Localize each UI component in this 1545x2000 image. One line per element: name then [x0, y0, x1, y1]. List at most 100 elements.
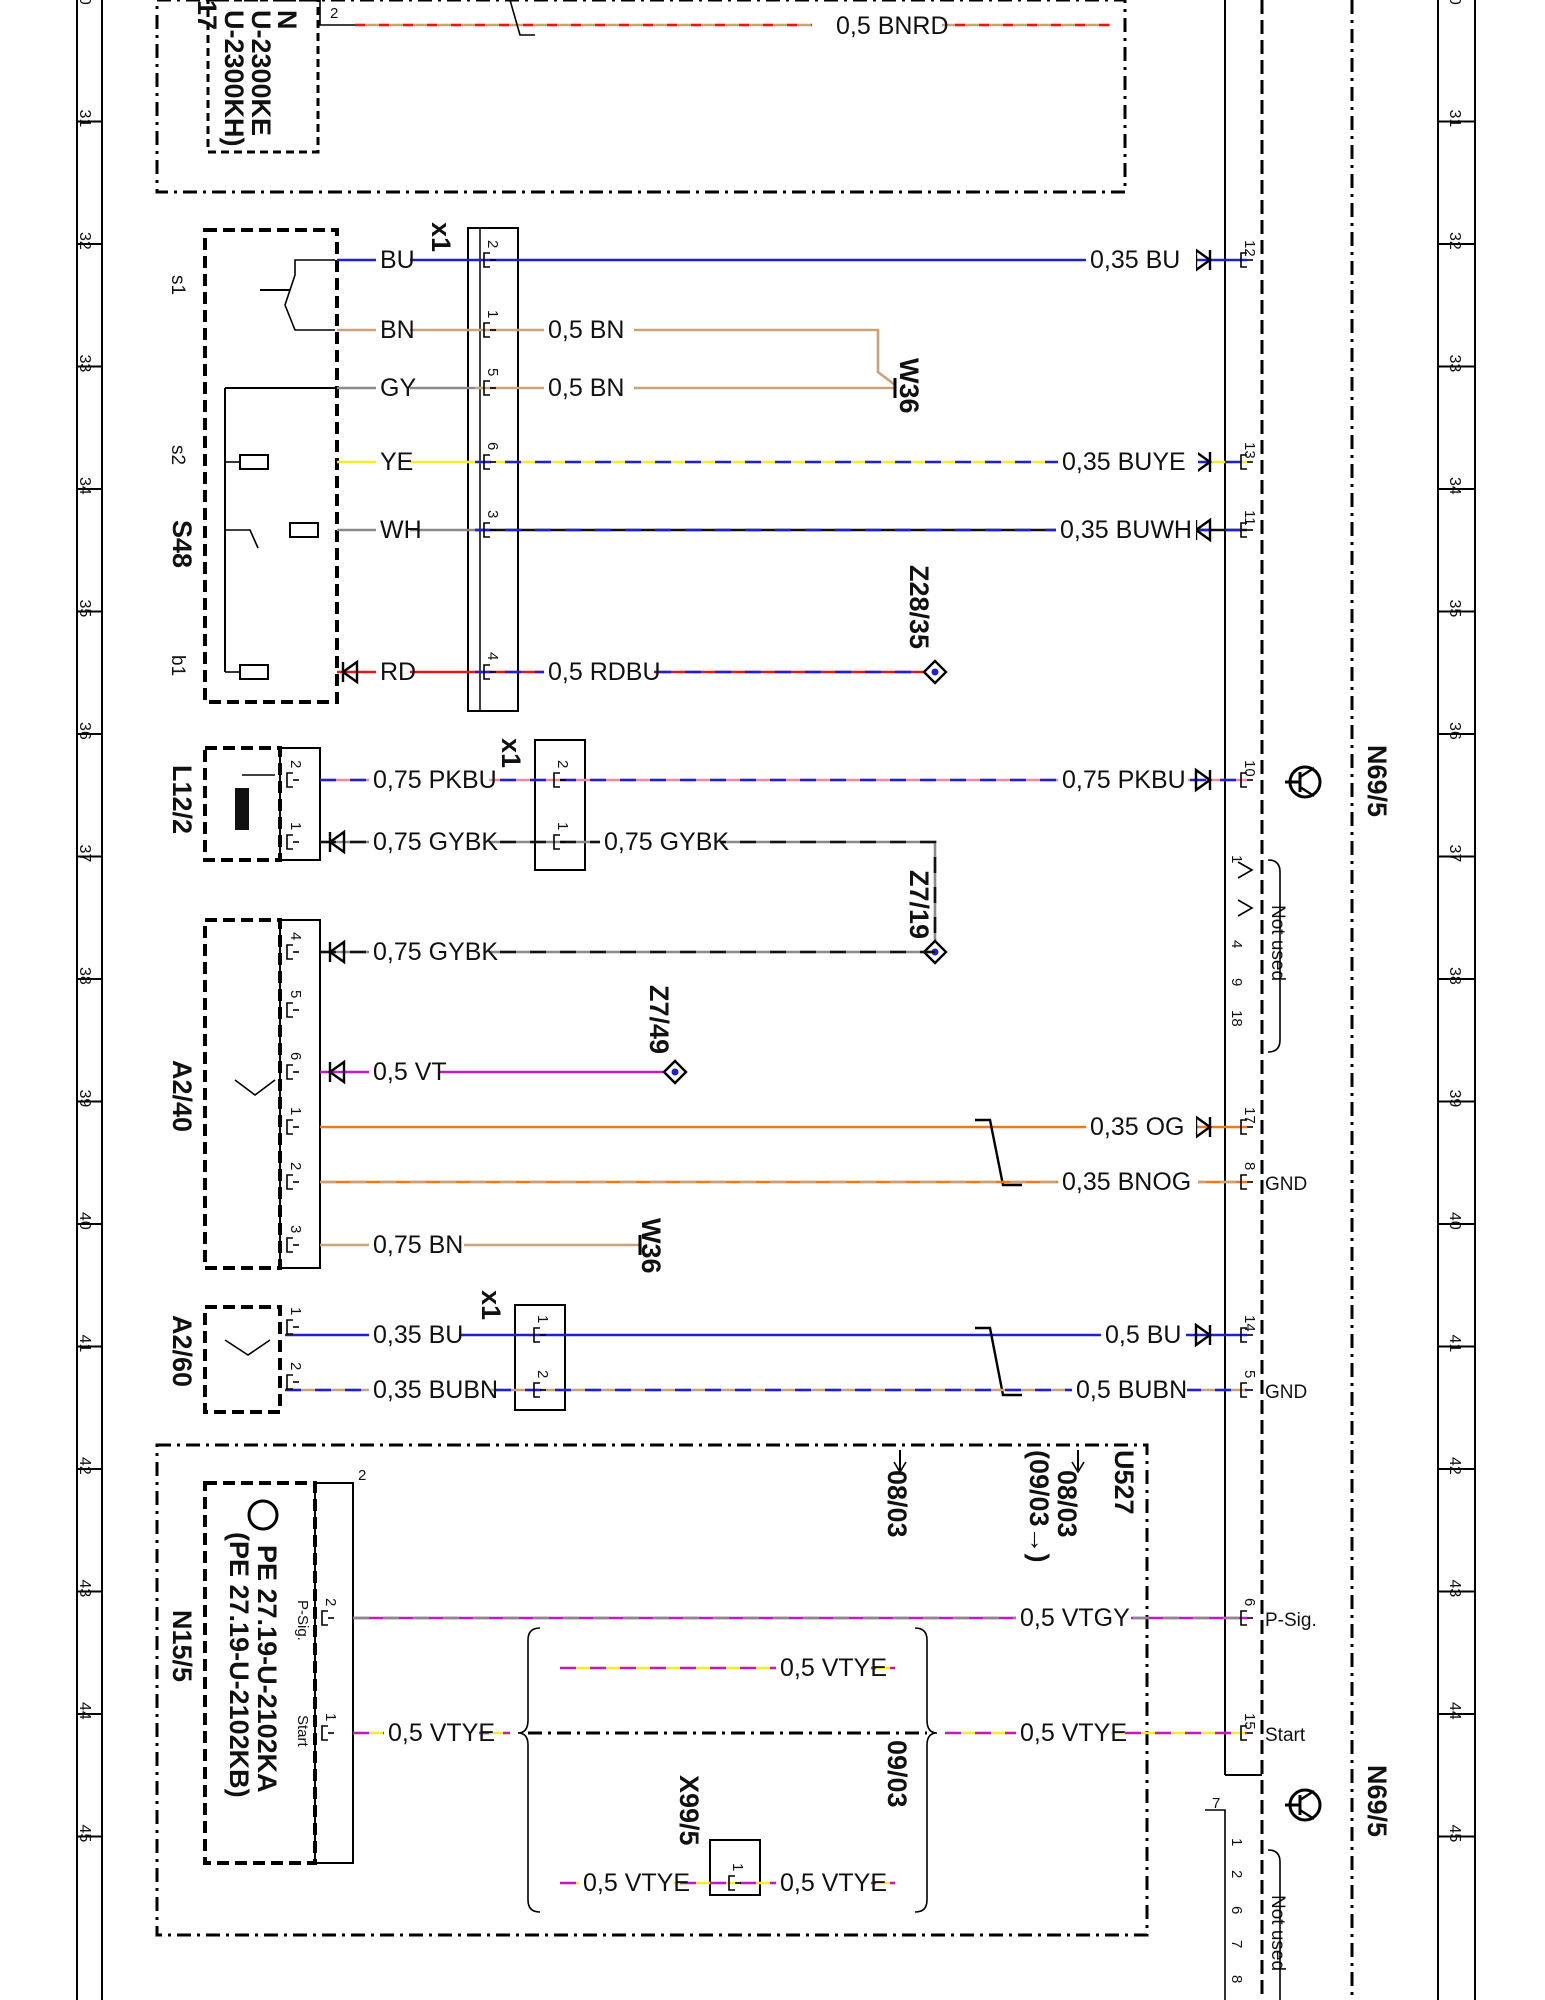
not-used-label: Not used — [1267, 905, 1288, 981]
pin-number: 11 — [1241, 510, 1258, 526]
x1-connector-a260: x1 — [476, 1290, 566, 1411]
pin-number: 2 — [554, 760, 571, 768]
n69-pin-lower-1: 1 — [1228, 1838, 1245, 1846]
s48-s1-label: s1 — [167, 275, 188, 295]
pin-number: 2 — [322, 1598, 339, 1606]
pin-number: 5 — [1241, 1370, 1258, 1378]
ground-label: W36 — [636, 1218, 666, 1274]
top-partial-frame: N U-2300KE U-2300KH) 17 2 0,5 BNRD — [155, 0, 1127, 194]
arrow-icon — [327, 939, 346, 965]
ruler-mark: 35 — [76, 600, 93, 618]
pin-number: 14 — [1241, 1315, 1258, 1332]
arrow-icon — [340, 659, 359, 685]
n69-5-module: N69/5 N69/5 7 Not used Not used 1 4 9 18… — [1205, 0, 1392, 2000]
u527-09-03: 09/03 — [882, 1740, 912, 1808]
pin-number: 12 — [1241, 240, 1258, 257]
u527-label: U527 — [1109, 1450, 1139, 1515]
n15-pin-2-top: 2 — [358, 1467, 366, 1484]
ruler-mark: 41 — [1446, 1335, 1463, 1353]
pin-number: 6 — [484, 442, 501, 450]
ruler-mark: 35 — [1446, 600, 1463, 618]
n69-pin-notused-18: 18 — [1228, 1010, 1245, 1027]
wire-label: WH — [380, 516, 422, 544]
ground-label: Z28/35 — [904, 565, 934, 649]
pin-number: 2 — [534, 1370, 551, 1378]
a2-60-label: A2/60 — [167, 1315, 197, 1387]
arrow-icon — [1194, 767, 1213, 793]
ruler-mark: 40 — [76, 1212, 93, 1230]
ruler-mark: 43 — [76, 1580, 93, 1598]
pin-number: 6 — [1241, 1598, 1258, 1606]
pin-number: 1 — [729, 1863, 746, 1871]
top-component-label-4: 17 — [192, 0, 222, 30]
ruler-mark: 33 — [1446, 355, 1463, 373]
pin-number: 2 — [287, 1362, 304, 1370]
wire-label: 0,5 VTYE — [1020, 1719, 1127, 1747]
ruler-mark: 39 — [1446, 1090, 1463, 1108]
ruler-mark: 37 — [1446, 845, 1463, 863]
wire-label-bnrd: 0,5 BNRD — [836, 12, 949, 40]
wire-label: 0,35 OG — [1090, 1113, 1185, 1141]
ruler-mark: 45 — [76, 1825, 93, 1843]
n15-5-label: N15/5 — [167, 1610, 197, 1682]
wire-label: 0,75 PKBU — [1062, 766, 1186, 794]
pin-number: 5 — [484, 368, 501, 376]
wire-label: 0,75 GYBK — [604, 828, 729, 856]
wire-label: 0,5 BU — [1105, 1321, 1181, 1349]
wire-label: 0,5 VTYE — [388, 1719, 495, 1747]
wire-label: 0,35 BUYE — [1062, 448, 1186, 476]
x1-label-3: x1 — [476, 1290, 506, 1320]
wire-label: 0,75 PKBU — [373, 766, 497, 794]
pin-number: 4 — [287, 932, 304, 940]
ruler-mark: 41 — [76, 1335, 93, 1353]
a2-40-label: A2/40 — [167, 1060, 197, 1132]
pin-number: 2 — [287, 760, 304, 768]
u527-08-03: 08/03 — [1052, 1470, 1082, 1538]
wire-label: 0,35 BU — [1090, 246, 1180, 274]
transistor-icon — [247, 1499, 279, 1531]
transistor-icon — [1285, 1788, 1322, 1822]
pin-number: 5 — [287, 990, 304, 998]
wire-label: 0,35 BUWH — [1060, 516, 1192, 544]
pin-number: 1 — [554, 822, 571, 830]
n69-pin-notused-4: 4 — [1228, 940, 1245, 948]
ruler-mark: 44 — [76, 1702, 93, 1720]
top-component-label-2: U-2300KE — [246, 10, 276, 136]
pin-number: 10 — [1241, 760, 1258, 777]
n69-pin-notused-9: 9 — [1228, 978, 1245, 986]
wire-label: 0,5 VT — [373, 1058, 447, 1086]
pin-number: 4 — [484, 652, 501, 660]
ruler-mark: 42 — [76, 1457, 93, 1475]
u527-09-03-arrow: (09/03→) — [1024, 1450, 1054, 1563]
n15-start-label: Start — [294, 1715, 311, 1748]
pin-number: 15 — [1241, 1713, 1258, 1730]
top-component-label-1: N — [272, 10, 302, 30]
wire-label: 0,5 VTYE — [780, 1654, 887, 1682]
right-ruler: 30313233343536373839404142434445 — [1437, 0, 1476, 2000]
top-pin-2: 2 — [330, 5, 338, 22]
pin-number: 1 — [287, 822, 304, 830]
n69-pin-notused-1: 1 — [1228, 855, 1245, 863]
l12-2-sensor: L12/2 — [167, 746, 321, 862]
ground-label: Z7/49 — [644, 985, 674, 1054]
pin-number: 6 — [287, 1052, 304, 1060]
s48-label: S48 — [167, 520, 197, 568]
ruler-mark: 30 — [76, 0, 93, 5]
ruler-mark: 39 — [76, 1090, 93, 1108]
u527-frame: U527 08/03 (09/03→) 08/03 09/03 2 N15/5 … — [155, 1443, 1149, 1937]
pin-number: 1 — [322, 1713, 339, 1721]
s48-b1-label: b1 — [167, 655, 188, 676]
wire-stripe — [320, 840, 937, 950]
ruler-mark: 31 — [1446, 110, 1463, 128]
wire-label: 0,35 BUBN — [373, 1376, 498, 1404]
pin-number: 2 — [484, 240, 501, 248]
pin-number: 8 — [1241, 1162, 1258, 1170]
x1-label-2: x1 — [496, 738, 526, 768]
u527-08-03-2: 08/03 — [882, 1470, 912, 1538]
ruler-mark: 45 — [1446, 1825, 1463, 1843]
x1-connector-s48: x1 — [426, 222, 519, 712]
wire-label: 0,75 GYBK — [373, 938, 498, 966]
n69-pin-lower-6: 6 — [1228, 1906, 1245, 1914]
